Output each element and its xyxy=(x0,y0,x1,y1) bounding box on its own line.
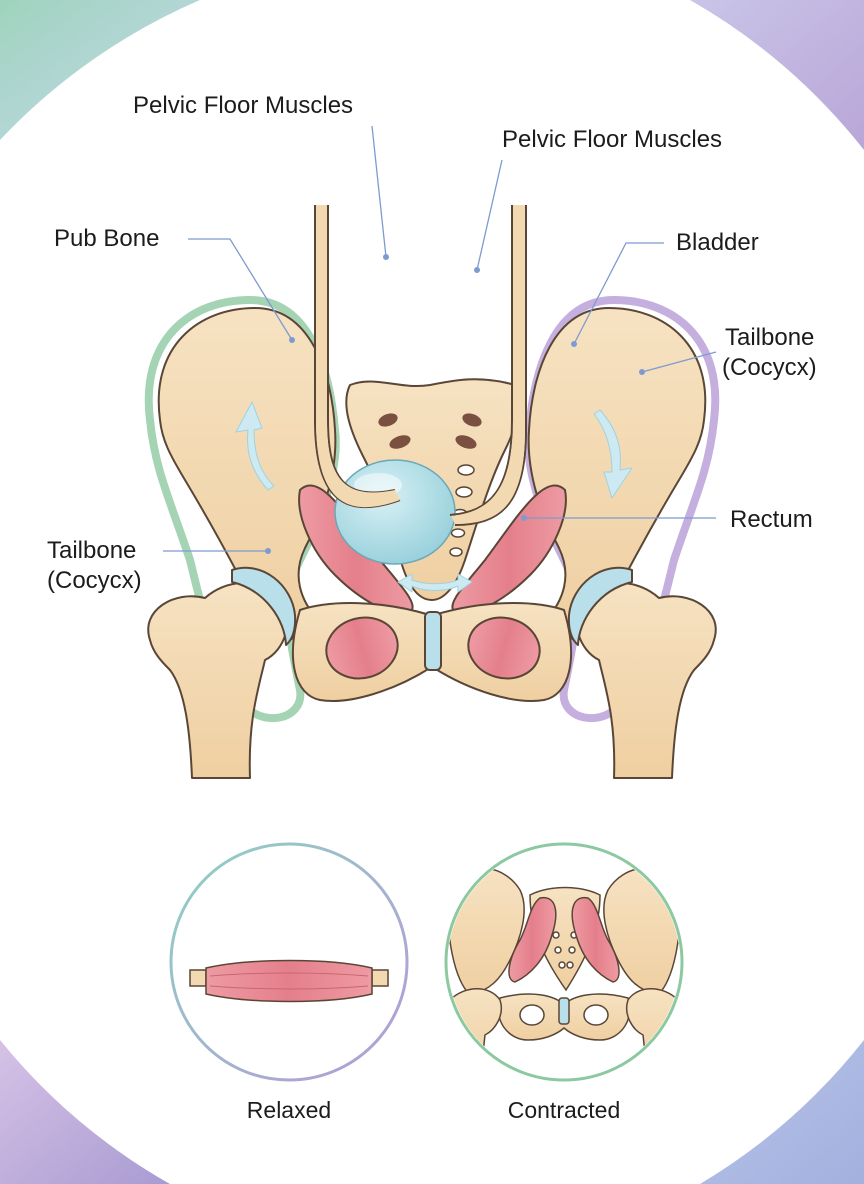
rectum-tube-fill xyxy=(451,205,525,524)
leader-dots xyxy=(265,254,645,554)
labels: Pelvic Floor Muscles Pelvic Floor Muscle… xyxy=(47,92,817,594)
contracted-left-ilium xyxy=(448,866,525,996)
contracted-left-muscle xyxy=(508,896,557,983)
double-arrow-icon xyxy=(397,573,473,593)
bladder xyxy=(334,459,456,565)
leader-lines xyxy=(163,125,717,552)
label-bladder: Bladder xyxy=(676,229,759,256)
urethra-tube-fill xyxy=(316,205,400,508)
inset-relaxed: Relaxed xyxy=(169,842,409,1123)
label-pub-bone: Pub Bone xyxy=(54,225,159,252)
contracted-right-muscle xyxy=(571,896,620,983)
relaxed-tendon-left xyxy=(189,969,207,987)
down-arrow-icon xyxy=(593,409,633,499)
label-tailbone-right-line2: (Cocycx) xyxy=(722,354,817,381)
contracted-right-ilium xyxy=(603,866,680,996)
right-femur xyxy=(575,581,717,779)
rectum-tube xyxy=(449,205,527,526)
right-obturator-muscle xyxy=(467,616,541,680)
right-hip-joint xyxy=(567,566,633,646)
label-tailbone-left-line2: (Cocycx) xyxy=(47,567,142,594)
pelvis-illustration xyxy=(144,205,720,779)
relaxed-muscle xyxy=(205,959,373,1003)
label-relaxed: Relaxed xyxy=(247,1097,331,1123)
label-tailbone-right-line1: Tailbone xyxy=(725,324,814,351)
label-rectum: Rectum xyxy=(730,506,813,533)
movement-arrows xyxy=(235,401,633,593)
label-pelvic-floor-right: Pelvic Floor Muscles xyxy=(502,126,722,153)
sacral-foramina xyxy=(378,413,482,449)
left-ilium xyxy=(157,307,337,641)
relaxed-tendon-right xyxy=(371,969,389,987)
left-obturator-muscle xyxy=(325,616,399,680)
left-hip-joint xyxy=(231,566,297,646)
label-tailbone-left-line1: Tailbone xyxy=(47,537,136,564)
left-femur xyxy=(147,581,289,779)
label-pelvic-floor-left: Pelvic Floor Muscles xyxy=(133,92,353,119)
inset-contracted: Contracted xyxy=(444,842,684,1123)
pubic-symphysis xyxy=(424,611,442,671)
label-contracted: Contracted xyxy=(508,1097,621,1123)
up-arrow-icon xyxy=(235,401,275,491)
